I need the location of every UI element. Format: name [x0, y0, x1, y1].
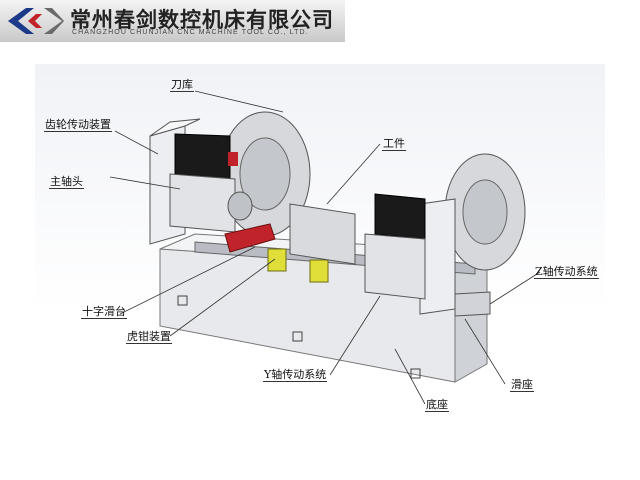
vise-red: [224, 223, 276, 253]
label-y-axis: Y轴传动系统: [263, 368, 328, 382]
label-z-axis: Z轴传动系统: [534, 265, 599, 279]
label-gear-drive: 齿轮传动装置: [44, 118, 112, 132]
spindle-head: [169, 173, 236, 233]
company-header: 常州春剑数控机床有限公司 CHANGZHOU CHUNJIAN CNC MACH…: [0, 0, 345, 42]
label-vise: 虎钳装置: [126, 330, 172, 344]
fixture-yellow-1: [267, 248, 287, 272]
company-name-cn: 常州春剑数控机床有限公司: [70, 7, 334, 32]
right-spindle: [364, 233, 426, 300]
label-spindle-head: 主轴头: [49, 175, 84, 189]
cnc-machine-illustration: [109, 90, 541, 405]
company-logo-icon: [8, 8, 64, 34]
label-base: 底座: [425, 398, 449, 412]
label-tool-magazine: 刀库: [170, 78, 194, 92]
label-slide-seat: 滑座: [510, 378, 534, 392]
z-axis-bracket: [454, 291, 491, 317]
company-name-en: CHANGZHOU CHUNJIAN CNC MACHINE TOOL CO.,…: [72, 29, 309, 36]
fixture-yellow-2: [309, 259, 329, 283]
workpiece-fixture: [289, 203, 356, 265]
right-motor: [374, 193, 426, 240]
label-workpiece: 工件: [382, 137, 406, 151]
label-cross-slide: 十字滑台: [81, 305, 127, 319]
left-motor: [174, 133, 231, 180]
